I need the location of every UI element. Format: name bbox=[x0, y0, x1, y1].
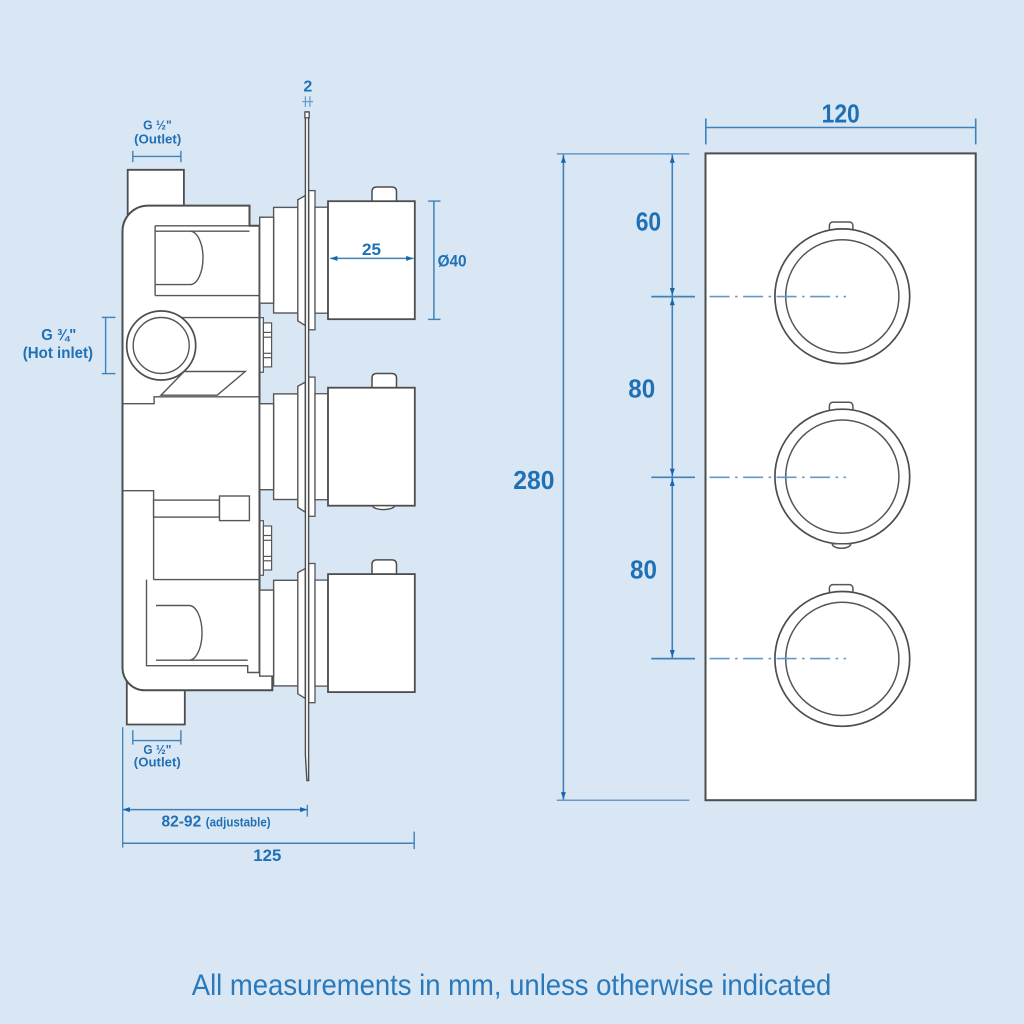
svg-text:(Hot inlet): (Hot inlet) bbox=[23, 345, 93, 362]
svg-text:G ½": G ½" bbox=[143, 743, 171, 757]
svg-text:80: 80 bbox=[628, 373, 655, 403]
svg-text:280: 280 bbox=[513, 465, 554, 495]
svg-text:G ¾": G ¾" bbox=[41, 327, 76, 344]
svg-text:2: 2 bbox=[303, 78, 312, 95]
svg-text:125: 125 bbox=[253, 846, 281, 865]
svg-text:120: 120 bbox=[822, 99, 860, 129]
svg-text:Ø40: Ø40 bbox=[438, 252, 467, 271]
svg-text:25: 25 bbox=[362, 240, 381, 259]
svg-text:60: 60 bbox=[636, 207, 661, 237]
svg-text:(Outlet): (Outlet) bbox=[134, 132, 181, 147]
svg-text:G ½": G ½" bbox=[143, 118, 172, 133]
svg-text:80: 80 bbox=[630, 554, 657, 584]
svg-text:All measurements in mm, unless: All measurements in mm, unless otherwise… bbox=[192, 969, 832, 1002]
svg-text:(adjustable): (adjustable) bbox=[206, 814, 271, 829]
svg-text:(Outlet): (Outlet) bbox=[134, 755, 181, 769]
svg-text:82-92: 82-92 bbox=[162, 813, 202, 830]
